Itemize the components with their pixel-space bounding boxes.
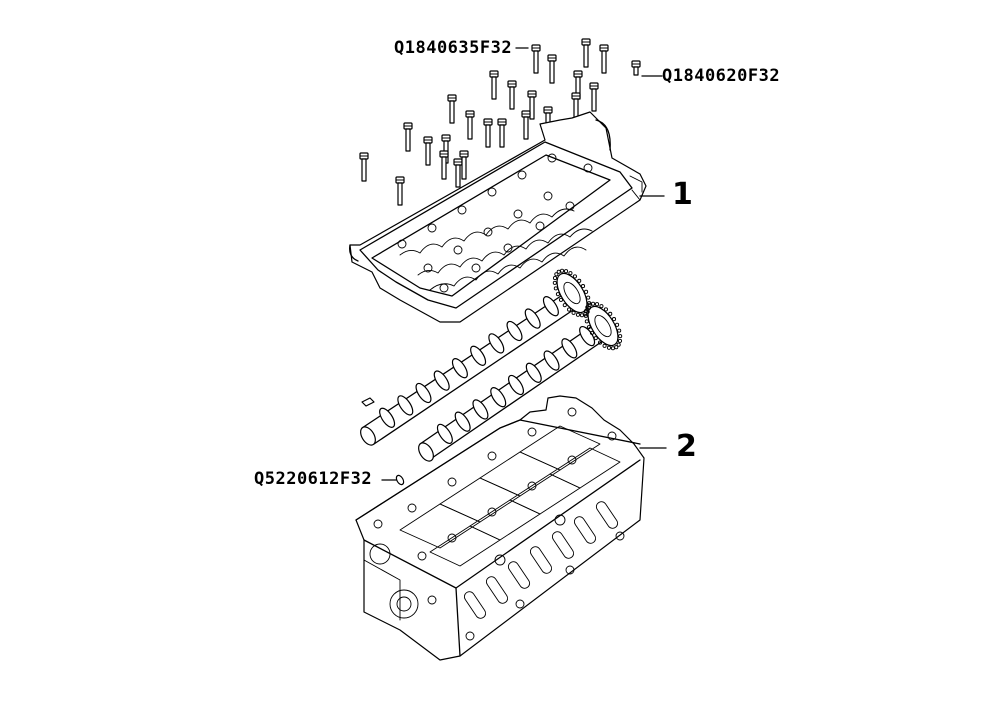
cam-lobe — [579, 325, 596, 347]
callout-cylinder-head: 2 — [676, 429, 697, 464]
bolt-short-part-number: Q1840620F32 — [662, 66, 781, 86]
cam-lobe — [415, 382, 432, 404]
bolt — [507, 80, 517, 110]
bolt — [589, 82, 599, 112]
bolt — [423, 136, 433, 166]
bolt — [465, 110, 475, 140]
cam-lobe — [397, 395, 414, 416]
bolt — [459, 150, 469, 180]
bolt — [527, 90, 537, 120]
cam-lobe — [379, 407, 396, 428]
callout-camshaft-carrier: 1 — [672, 177, 693, 212]
bolt — [447, 94, 457, 124]
bolt — [573, 70, 583, 100]
bolt — [395, 176, 405, 206]
cam-lobe — [436, 423, 453, 445]
bolt — [359, 152, 369, 182]
cam-lobe — [454, 411, 471, 432]
cam-lobe — [451, 358, 468, 379]
cam-lobe — [472, 399, 489, 420]
cam-lobe — [433, 370, 450, 391]
cam-lobe — [542, 296, 559, 317]
bolt — [403, 122, 413, 152]
dowel-pin — [395, 474, 405, 486]
dowel-pin-part-number: Q5220612F32 — [254, 469, 373, 489]
bolt — [599, 44, 609, 74]
bolts-group — [359, 38, 641, 206]
bolt-long-part-number: Q1840635F32 — [394, 38, 513, 58]
cam-lobe — [507, 374, 525, 396]
cam-lobe — [470, 345, 487, 366]
cam-lobe — [543, 350, 560, 371]
cam-lobe — [488, 333, 505, 354]
bolt — [631, 60, 641, 76]
bolt — [521, 110, 531, 140]
leader-lines — [381, 47, 667, 481]
cam-lobe — [506, 320, 523, 342]
bolt — [547, 54, 557, 84]
cam-lobe — [525, 362, 542, 383]
bolt — [439, 150, 449, 180]
camshaft-carrier — [349, 111, 647, 323]
cylinder-head — [355, 395, 645, 661]
bolt — [497, 118, 507, 148]
bolt — [453, 158, 463, 188]
cam-lobe — [490, 387, 507, 408]
cam-lobe — [561, 338, 578, 359]
bolt — [489, 70, 499, 100]
camshafts — [360, 268, 623, 462]
cam-lobe — [524, 308, 541, 329]
bolt — [531, 44, 541, 74]
bolt — [483, 118, 493, 148]
bolt — [581, 38, 591, 68]
